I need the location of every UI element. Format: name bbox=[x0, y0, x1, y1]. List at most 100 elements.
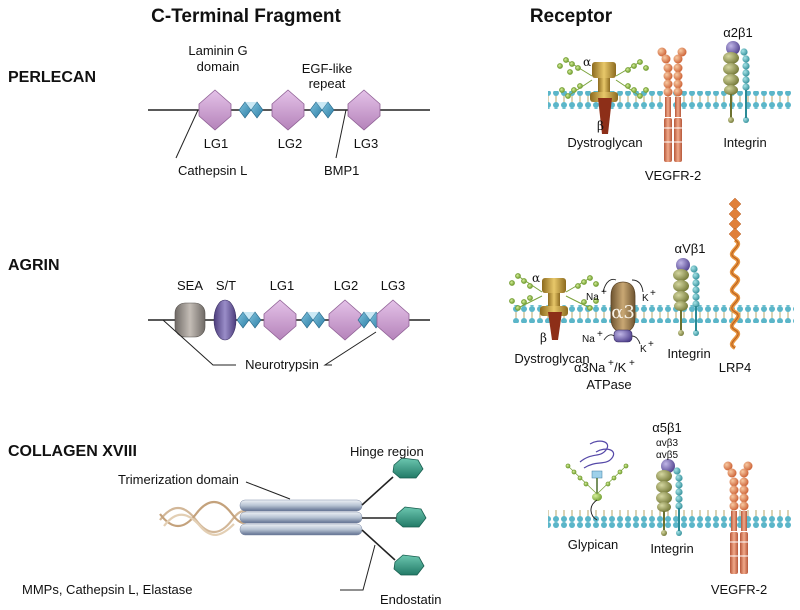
dystroglycan-label-1: Dystroglycan bbox=[567, 135, 642, 150]
na-label-1: Na bbox=[586, 292, 599, 303]
atpase-plus-1: + bbox=[608, 358, 614, 369]
atpase-label-mid: /K bbox=[614, 360, 627, 375]
laminin-g-label-line1: Laminin G bbox=[188, 43, 247, 58]
na-plus-2: + bbox=[597, 329, 603, 340]
integrin-avb3-label: αvβ3 bbox=[656, 438, 679, 449]
perlecan-lg2-domain bbox=[271, 89, 305, 131]
integrin-avb1-label: αVβ1 bbox=[675, 241, 706, 256]
vegfr2-label-2: VEGFR-2 bbox=[711, 582, 767, 597]
k-plus-1: + bbox=[650, 288, 656, 299]
vegfr2-receptor-1: VEGFR-2 bbox=[645, 47, 701, 183]
bmp1-cleavage-line bbox=[335, 109, 347, 159]
agrin-lg2-domain bbox=[328, 299, 362, 341]
perlecan-lg3-label: LG3 bbox=[354, 136, 379, 151]
neurotrypsin-label: Neurotrypsin bbox=[245, 357, 319, 372]
perlecan-lg1-domain bbox=[198, 89, 232, 131]
membrane-bilayer-3 bbox=[548, 510, 792, 528]
agrin-label: AGRIN bbox=[8, 257, 60, 274]
proteases-pointer bbox=[340, 544, 376, 591]
perlecan-lg1-label: LG1 bbox=[204, 136, 229, 151]
laminin-g-label-line2: domain bbox=[197, 59, 240, 74]
sea-label: SEA bbox=[177, 278, 203, 293]
perlecan-section: PERLECAN Laminin G domain EGF-like repea… bbox=[8, 43, 430, 178]
header-receptor: Receptor bbox=[530, 6, 613, 27]
dystroglycan-receptor-1: α β Dystroglycan bbox=[557, 55, 649, 150]
pump-alpha3-symbol: α3 bbox=[611, 302, 635, 323]
agrin-lg3-label: LG3 bbox=[381, 278, 406, 293]
atpase-label-part1: α3Na bbox=[574, 360, 606, 375]
k-label-1: K bbox=[642, 293, 649, 304]
collagen-receptors: Glypican α5β1 αvβ3 αvβ5 Integrin bbox=[548, 420, 792, 597]
bmp1-label: BMP1 bbox=[324, 163, 359, 178]
hinge-line-1 bbox=[361, 476, 394, 506]
na-label-2: Na bbox=[582, 334, 595, 345]
proteases-label: MMPs, Cathepsin L, Elastase bbox=[22, 582, 193, 597]
dystroglycan-beta-label-2: β bbox=[540, 331, 547, 345]
integrin-avb5-label: αvβ5 bbox=[656, 450, 679, 461]
k-plus-2: + bbox=[648, 339, 654, 350]
integrin-avb1-receptor: αVβ1 Integrin bbox=[667, 241, 710, 361]
dystroglycan-alpha-label-1: α bbox=[583, 55, 591, 69]
k-label-2: K bbox=[640, 344, 647, 355]
agrin-receptors: α β Dystroglycan α3 Na + K + Na + K + α3… bbox=[509, 197, 794, 392]
na-k-atpase-pump: α3 Na + K + Na + K + α3Na + /K + ATPase bbox=[574, 278, 656, 392]
dystroglycan-alpha-label-2: α bbox=[532, 271, 540, 285]
vegfr2-label-1: VEGFR-2 bbox=[645, 168, 701, 183]
header-c-terminal-fragment: C-Terminal Fragment bbox=[151, 6, 341, 27]
endostatin-label: Endostatin bbox=[380, 592, 441, 607]
integrin-a2b1-label: α2β1 bbox=[723, 25, 752, 40]
cathepsin-cleavage-line bbox=[175, 109, 199, 159]
perlecan-receptors: α β Dystroglycan VEGFR-2 bbox=[548, 25, 792, 183]
collagen-label: COLLAGEN XVIII bbox=[8, 443, 137, 460]
agrin-egf-repeat-1 bbox=[236, 311, 262, 329]
atpase-label-part2: ATPase bbox=[586, 377, 631, 392]
perlecan-egf-repeat-1 bbox=[238, 101, 264, 119]
integrin-label-3: Integrin bbox=[650, 541, 693, 556]
agrin-sea-domain bbox=[174, 302, 206, 338]
hinge-region-label: Hinge region bbox=[350, 444, 424, 459]
agrin-st-domain bbox=[213, 299, 237, 341]
agrin-lg1-domain bbox=[263, 299, 297, 341]
perlecan-lg2-label: LG2 bbox=[278, 136, 303, 151]
neurotrypsin-line-left bbox=[162, 319, 236, 366]
integrin-a5b1-label: α5β1 bbox=[652, 420, 681, 435]
hinge-line-3 bbox=[361, 529, 396, 561]
integrin-label-2: Integrin bbox=[667, 346, 710, 361]
lrp4-label: LRP4 bbox=[719, 360, 752, 375]
trimer-rod-3 bbox=[239, 523, 363, 536]
agrin-egf-repeat-2 bbox=[300, 311, 326, 329]
na-plus-1: + bbox=[601, 287, 607, 298]
trimerization-pointer bbox=[245, 481, 291, 500]
integrin-a2b1-receptor: α2β1 Integrin bbox=[723, 25, 767, 150]
egf-like-label-line2: repeat bbox=[309, 76, 346, 91]
integrin-label-1: Integrin bbox=[723, 135, 766, 150]
perlecan-egf-repeat-2 bbox=[309, 101, 335, 119]
trimer-rod-1 bbox=[239, 499, 363, 512]
membrane-bilayer-2 bbox=[512, 305, 794, 323]
egf-like-label-line1: EGF-like bbox=[302, 61, 353, 76]
endostatin-domain-3 bbox=[393, 554, 425, 576]
atpase-plus-2: + bbox=[629, 358, 635, 369]
endostatin-domain-1 bbox=[392, 457, 424, 479]
cathepsin-l-label: Cathepsin L bbox=[178, 163, 247, 178]
integrin-a5b1-receptor: α5β1 αvβ3 αvβ5 Integrin bbox=[650, 420, 693, 556]
agrin-lg1-label: LG1 bbox=[270, 278, 295, 293]
agrin-section: AGRIN SEA S/T LG1 LG2 LG3 Neurotrypsin bbox=[8, 257, 430, 372]
dystroglycan-label-2: Dystroglycan bbox=[514, 351, 589, 366]
glypican-receptor: Glypican bbox=[565, 440, 629, 552]
collagen-section: COLLAGEN XVIII Trimerization domain Hing… bbox=[8, 443, 441, 607]
st-label: S/T bbox=[216, 278, 236, 293]
neurotrypsin-line-right bbox=[323, 331, 377, 366]
collagen-triple-helix bbox=[159, 500, 247, 536]
endostatin-domain-2 bbox=[395, 506, 427, 528]
perlecan-lg3-domain bbox=[347, 89, 381, 131]
glypican-label: Glypican bbox=[568, 537, 619, 552]
trimerization-label: Trimerization domain bbox=[118, 472, 239, 487]
trimer-rod-2 bbox=[239, 511, 363, 524]
perlecan-label: PERLECAN bbox=[8, 69, 96, 86]
dystroglycan-receptor-2: α β Dystroglycan bbox=[509, 271, 599, 366]
lrp4-receptor: LRP4 bbox=[719, 197, 752, 375]
dystroglycan-beta-label-1: β bbox=[597, 119, 604, 133]
vegfr2-receptor-2: VEGFR-2 bbox=[711, 461, 767, 597]
